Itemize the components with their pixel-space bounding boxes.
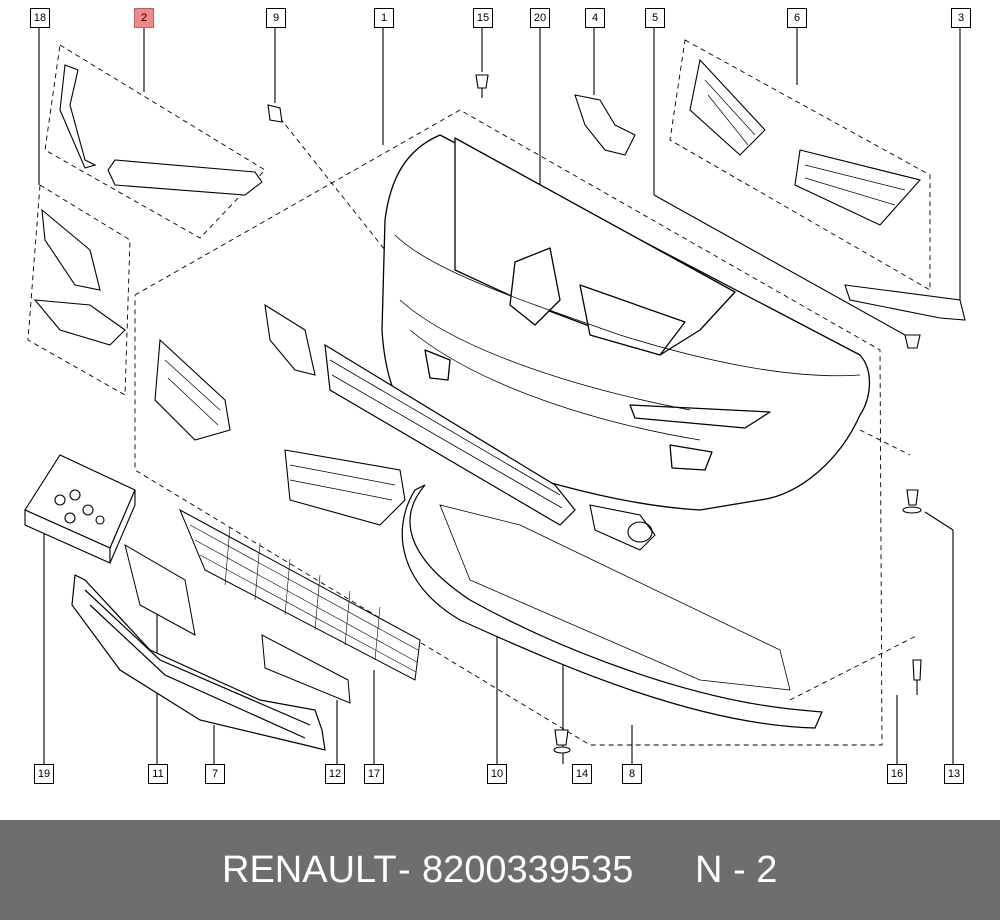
- callout-4[interactable]: 4: [585, 8, 605, 28]
- callout-19[interactable]: 19: [34, 764, 54, 784]
- part-footer-bar: RENAULT - 8200339535 N - 2: [0, 820, 1000, 920]
- callout-1[interactable]: 1: [374, 8, 394, 28]
- callout-16[interactable]: 16: [887, 764, 907, 784]
- callout-20[interactable]: 20: [530, 8, 550, 28]
- callout-15[interactable]: 15: [473, 8, 493, 28]
- callout-5[interactable]: 5: [645, 8, 665, 28]
- brand-name: RENAULT: [222, 849, 397, 891]
- callout-10[interactable]: 10: [487, 764, 507, 784]
- position-code: N - 2: [695, 849, 778, 891]
- footer-separator: -: [398, 849, 411, 891]
- callout-7[interactable]: 7: [205, 764, 225, 784]
- callout-8[interactable]: 8: [622, 764, 642, 784]
- part-number: 8200339535: [422, 849, 634, 891]
- bumper-exploded-diagram: [24, 27, 966, 764]
- callout-13[interactable]: 13: [944, 764, 964, 784]
- callout-17[interactable]: 17: [364, 764, 384, 784]
- callout-9[interactable]: 9: [266, 8, 286, 28]
- callout-3[interactable]: 3: [951, 8, 971, 28]
- callout-14[interactable]: 14: [572, 764, 592, 784]
- callout-2[interactable]: 2: [134, 8, 154, 28]
- callout-11[interactable]: 11: [148, 764, 168, 784]
- callout-6[interactable]: 6: [787, 8, 807, 28]
- callout-18[interactable]: 18: [30, 8, 50, 28]
- callout-12[interactable]: 12: [325, 764, 345, 784]
